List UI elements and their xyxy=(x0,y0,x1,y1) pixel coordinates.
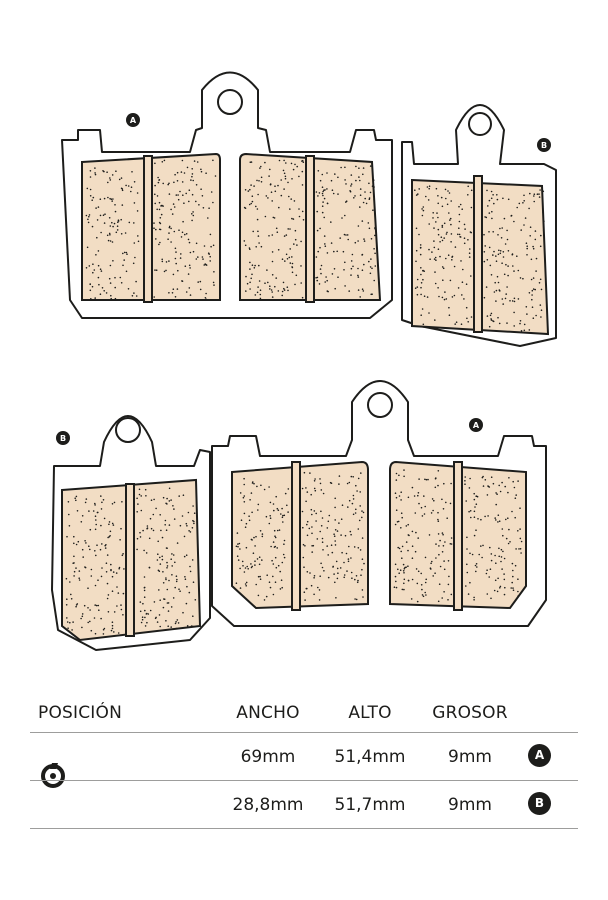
height-value: 51,4mm xyxy=(334,747,406,767)
mounting-hole xyxy=(367,392,393,418)
thickness-value: 9mm xyxy=(448,747,492,767)
front-brake-disc-icon xyxy=(41,763,65,788)
label-a-badge: A xyxy=(469,418,483,432)
mounting-hole xyxy=(115,417,141,443)
header-thickness: GROSOR xyxy=(432,703,508,723)
thickness-value: 9mm xyxy=(448,795,492,815)
mounting-hole xyxy=(217,89,243,115)
spec-table: POSICIÓN ANCHO ALTO GROSOR 69mm 51,4mm 9… xyxy=(30,690,578,829)
pad-a-top xyxy=(61,71,393,319)
header-position: POSICIÓN xyxy=(38,703,123,723)
slot xyxy=(291,461,301,611)
brake-pad-diagram: A B B A xyxy=(51,71,557,651)
slot xyxy=(143,155,153,303)
width-value: 28,8mm xyxy=(232,795,304,815)
table-row: 28,8mm 51,7mm 9mm B xyxy=(30,781,578,829)
table-row: 69mm 51,4mm 9mm A xyxy=(30,733,578,781)
svg-text:B: B xyxy=(60,434,66,443)
svg-text:A: A xyxy=(473,421,480,430)
pad-b-bottom xyxy=(51,415,211,651)
header-width: ANCHO xyxy=(236,703,300,723)
pad-badge: B xyxy=(528,792,551,815)
slot xyxy=(125,483,135,637)
mounting-hole xyxy=(468,112,492,136)
label-b-badge: B xyxy=(56,431,70,445)
svg-text:B: B xyxy=(541,141,547,150)
pad-a-bottom xyxy=(211,380,547,627)
pad-badge: A xyxy=(528,744,551,767)
label-a-badge: A xyxy=(126,113,140,127)
header-height: ALTO xyxy=(348,703,392,723)
label-b-badge: B xyxy=(537,138,551,152)
svg-text:A: A xyxy=(130,116,137,125)
spec-header-row: POSICIÓN ANCHO ALTO GROSOR xyxy=(30,690,578,733)
width-value: 69mm xyxy=(240,747,296,767)
slot xyxy=(473,175,483,333)
slot xyxy=(305,155,315,303)
pad-b-top xyxy=(401,104,557,347)
friction-texture xyxy=(65,159,545,635)
height-value: 51,7mm xyxy=(334,795,406,815)
slot xyxy=(453,461,463,611)
